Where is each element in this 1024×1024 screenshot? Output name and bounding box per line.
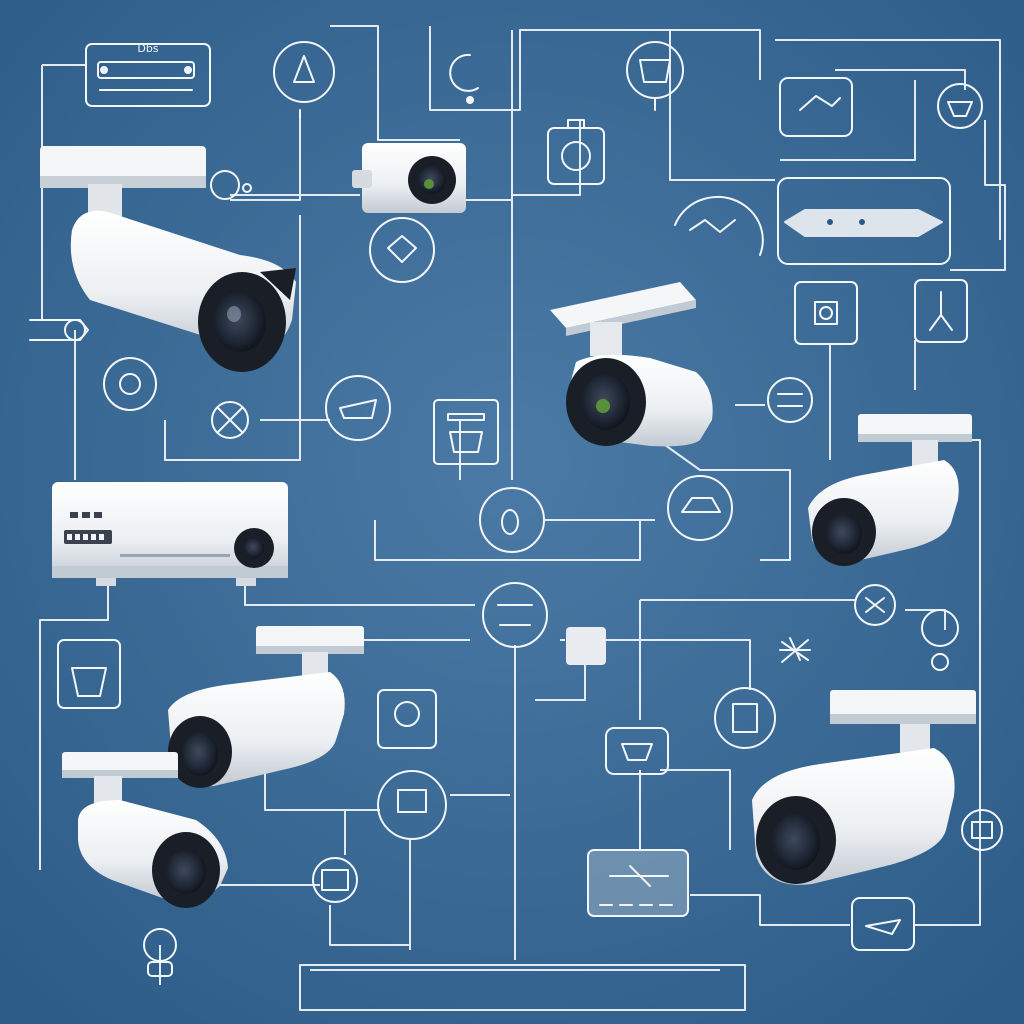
alert-node-icon bbox=[937, 83, 983, 129]
hand-node-icon bbox=[29, 319, 89, 341]
bullet-camera-large-left bbox=[40, 146, 296, 372]
network-video-recorder bbox=[52, 482, 288, 586]
switch-box-icon bbox=[566, 627, 606, 665]
motion-node-icon bbox=[369, 217, 435, 283]
settings-node-icon bbox=[547, 119, 605, 185]
bell-node-icon bbox=[921, 609, 959, 671]
dome-camera-node-icon bbox=[626, 41, 684, 111]
router-node-icon bbox=[482, 582, 548, 648]
user-node-icon bbox=[143, 928, 177, 977]
hub-node-icon bbox=[479, 487, 545, 553]
bag-square-icon bbox=[377, 689, 437, 749]
spark-node-icon bbox=[779, 637, 811, 663]
camera-square-icon bbox=[794, 281, 858, 345]
tripod-square-icon bbox=[914, 279, 968, 343]
shield-square-icon bbox=[57, 639, 121, 709]
dome-camera-top-center bbox=[352, 143, 466, 213]
fan-node-icon bbox=[854, 584, 896, 626]
storage-bar-box bbox=[777, 177, 951, 265]
gear-node-icon bbox=[211, 401, 249, 439]
package-node-icon bbox=[377, 770, 447, 840]
tag-node-icon bbox=[325, 375, 391, 441]
plane-square-icon bbox=[851, 897, 915, 951]
car-node-icon bbox=[667, 475, 733, 541]
document-node-icon bbox=[433, 399, 499, 465]
lock-node-icon bbox=[210, 170, 252, 200]
recorder-label-box bbox=[85, 43, 211, 107]
connection-lines bbox=[39, 25, 1006, 1011]
lens-circle-icon bbox=[961, 809, 1003, 851]
film-node-icon bbox=[312, 857, 358, 903]
icon-nodes bbox=[29, 41, 1003, 977]
network-node-icon bbox=[674, 195, 764, 256]
bullet-camera-center bbox=[550, 282, 713, 447]
bullet-camera-right bbox=[808, 414, 972, 566]
camera-node-icon bbox=[273, 41, 335, 119]
bullet-camera-bottom-left bbox=[62, 752, 228, 908]
smile-square-icon bbox=[605, 727, 669, 775]
monitor-node-icon bbox=[779, 77, 853, 137]
person-circle-icon bbox=[714, 687, 776, 749]
connector-node-icon bbox=[767, 377, 813, 423]
control-panel-box bbox=[587, 849, 689, 917]
refresh-icon bbox=[449, 53, 479, 104]
bullet-camera-lower-center bbox=[168, 626, 364, 788]
speed-node-icon bbox=[103, 357, 157, 411]
top-left-box-label: Dbs bbox=[137, 42, 158, 55]
bullet-camera-bottom-right bbox=[752, 690, 976, 885]
